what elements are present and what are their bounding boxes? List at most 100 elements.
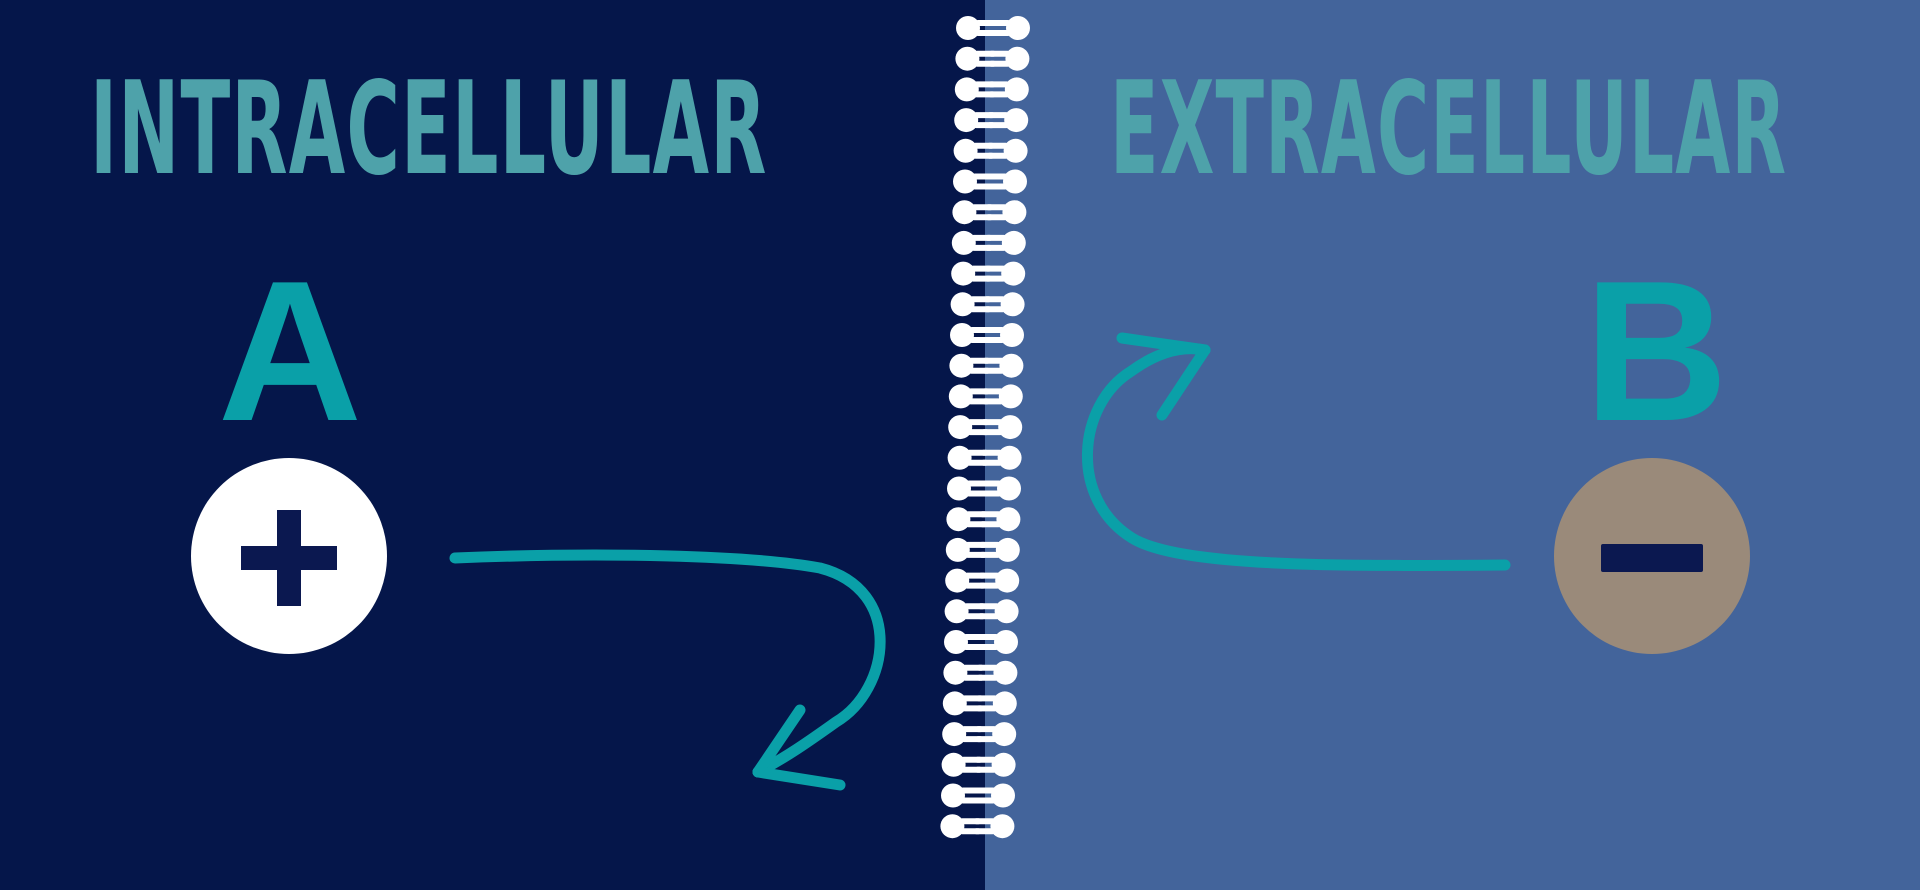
lipid-tail [985, 265, 1006, 272]
lipid-tail [989, 60, 1010, 67]
lipid-head [1004, 77, 1029, 102]
lipid-tail [985, 244, 1006, 251]
lipid-head [946, 507, 971, 532]
lipid-tail [975, 756, 996, 763]
lipid-head [942, 691, 967, 716]
lipid-head [953, 138, 978, 163]
lipid-head [1000, 292, 1025, 317]
lipid-head [1006, 16, 1030, 40]
lipid-head [992, 722, 1017, 747]
lipid-tail [978, 613, 999, 620]
lipid-tail [983, 367, 1004, 374]
lipid-tail [989, 50, 1010, 57]
lipid-head [1005, 46, 1030, 71]
lipid-head [948, 384, 973, 409]
lipid-tail [986, 214, 1007, 221]
lipid-head [991, 783, 1015, 808]
lipid-tail [976, 695, 997, 702]
lipid-tail [979, 541, 1000, 548]
lipid-head [945, 568, 970, 593]
lipid-tail [985, 234, 1006, 241]
lipid-tail [984, 306, 1005, 313]
lipid-tail [978, 634, 998, 640]
lipid-tail [975, 766, 996, 773]
lipid-tail [983, 357, 1004, 364]
lipid-tail [981, 490, 1001, 497]
lipid-head [1000, 323, 1024, 347]
lipid-tail [988, 91, 1009, 98]
curved-arrow-icon [1082, 332, 1511, 571]
lipid-head [998, 415, 1023, 440]
lipid-head [996, 507, 1021, 532]
lipid-head [1001, 261, 1026, 286]
lipid-tail [987, 183, 1007, 190]
lipid-head [1002, 200, 1027, 225]
lipid-head [951, 230, 976, 255]
lipid-head [995, 537, 1020, 562]
lipid-head [990, 814, 1015, 839]
lipid-tail [977, 674, 998, 681]
curved-arrow-icon [449, 549, 886, 791]
lipid-head [1003, 138, 1028, 163]
lipid-head [994, 630, 1018, 654]
lipid-head [997, 445, 1022, 470]
lipid-tail [978, 644, 998, 650]
lipid-tail [987, 142, 1008, 149]
lipid-head [1003, 169, 1027, 194]
lipid-head [953, 169, 977, 194]
lipid-head [954, 108, 979, 133]
lipid-head [991, 752, 1016, 777]
lipid-head [956, 16, 980, 40]
lipid-head [992, 691, 1017, 716]
lipid-tail [982, 419, 1003, 426]
lipid-tail [984, 296, 1005, 303]
lipid-tail [988, 112, 1009, 119]
lipid-tail [976, 705, 997, 712]
lipid-head [940, 814, 965, 839]
lipid-head [994, 599, 1019, 624]
lipid-head [995, 568, 1020, 593]
lipid-head [947, 476, 971, 501]
lipid-head [950, 323, 974, 347]
plus-vertical-bar [277, 510, 301, 606]
lipid-tail [977, 664, 998, 671]
lipid-tail [981, 449, 1002, 456]
lipid-tail [985, 275, 1006, 282]
lipid-tail [974, 828, 995, 835]
lipid-head [944, 630, 968, 654]
lipid-tail [986, 204, 1007, 211]
positive-ion [191, 458, 387, 654]
lipid-head [993, 660, 1018, 685]
lipid-bilayer-icon [940, 16, 1030, 839]
lipid-head [941, 783, 965, 808]
lipid-tail [979, 551, 1000, 558]
minus-icon [1601, 544, 1703, 572]
negative-ion [1554, 458, 1750, 654]
lipid-tail [988, 122, 1009, 129]
lipid-tail [976, 736, 997, 743]
extracellular-label: EXTRACELLULAR [1110, 55, 1788, 204]
lipid-head [1001, 230, 1026, 255]
lipid-tail [975, 797, 995, 804]
intracellular-label: INTRACELLULAR [90, 55, 768, 204]
lipid-tail [987, 173, 1007, 180]
lipid-tail [976, 726, 997, 733]
lipid-tail [984, 337, 1004, 343]
lipid-head [952, 200, 977, 225]
lipid-head [942, 722, 967, 747]
lipid-tail [980, 511, 1001, 518]
lipid-head [944, 599, 969, 624]
lipid-tail [981, 459, 1002, 466]
lipid-head [950, 292, 975, 317]
ion-a-letter: A [217, 240, 363, 463]
lipid-tail [974, 818, 995, 825]
ion-b-letter: B [1583, 240, 1729, 463]
lipid-head [945, 537, 970, 562]
lipid-tail [990, 20, 1010, 26]
lipid-head [999, 353, 1024, 378]
lipid-head [1004, 108, 1029, 133]
lipid-tail [981, 480, 1001, 487]
lipid-head [949, 353, 974, 378]
